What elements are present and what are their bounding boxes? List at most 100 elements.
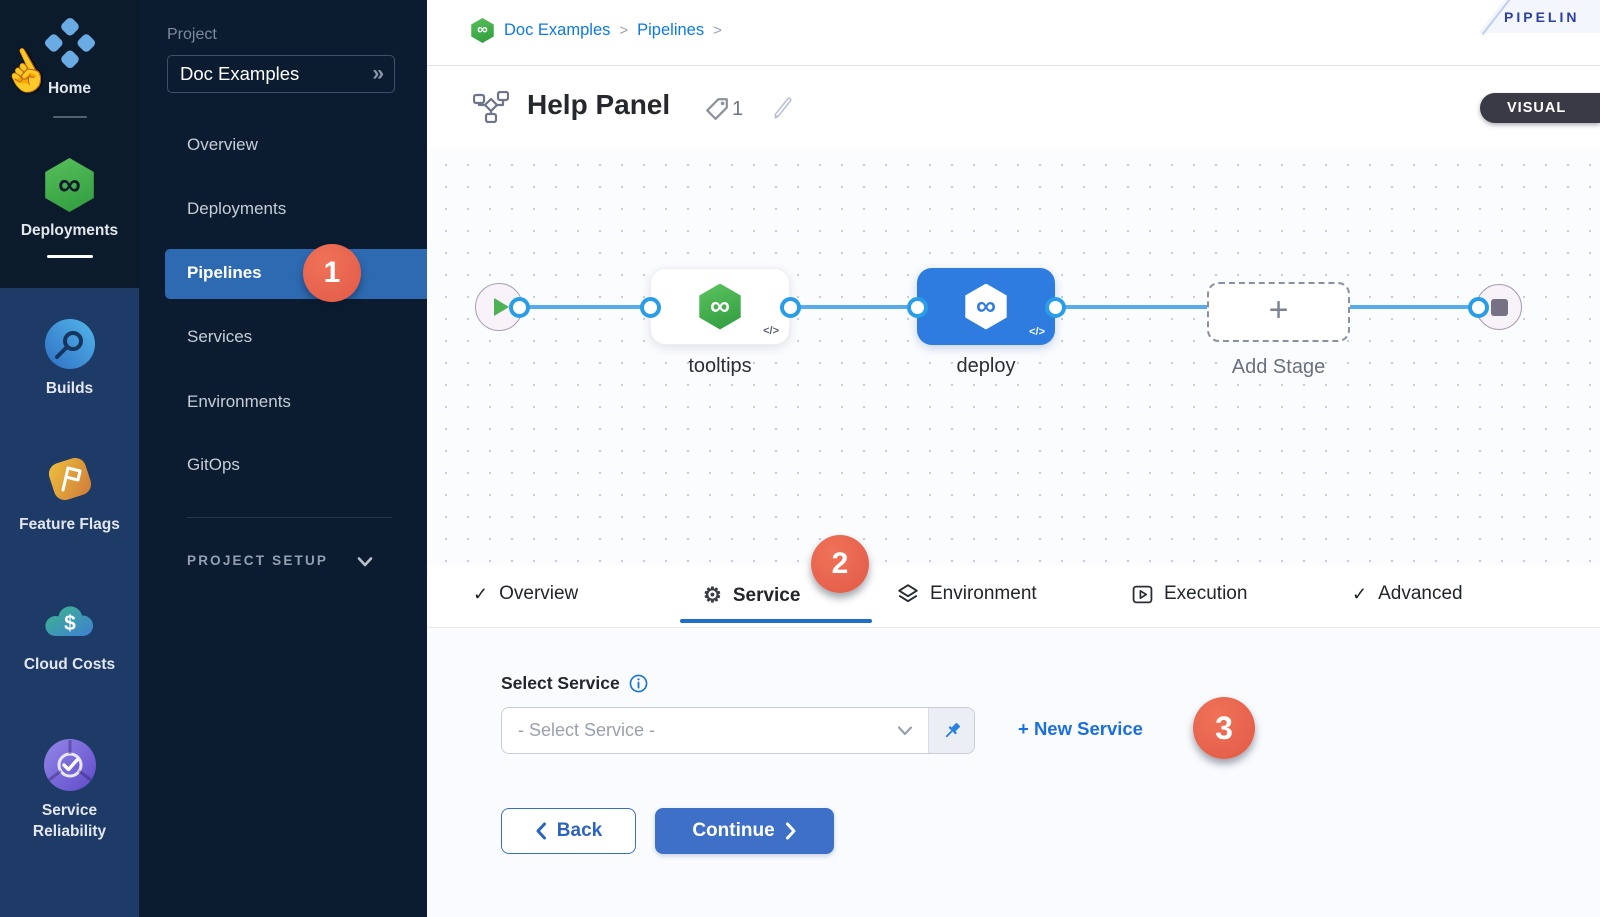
chevron-right-icon xyxy=(785,822,796,840)
chevron-down-icon[interactable] xyxy=(357,556,373,568)
project-setup-section[interactable]: PROJECT SETUP xyxy=(187,553,329,568)
sidebar-item-deployments[interactable]: ∞ Deployments xyxy=(0,158,139,258)
tab-environment[interactable]: Environment xyxy=(897,583,1037,605)
chevron-left-icon xyxy=(536,822,546,840)
step-badge-3: 3 xyxy=(1193,697,1255,759)
module-nav-top: Home ∞ Deployments xyxy=(0,0,139,288)
builds-icon xyxy=(44,319,95,369)
tag-icon[interactable] xyxy=(703,95,731,123)
sidebar-item-feature-flags[interactable]: Feature Flags xyxy=(0,452,139,536)
module-nav: Home ∞ Deployments Builds xyxy=(0,0,139,917)
sidebar-item-gitops[interactable]: GitOps xyxy=(187,455,240,474)
visual-yaml-toggle[interactable]: VISUAL xyxy=(1480,93,1600,123)
connector-port[interactable] xyxy=(907,297,928,318)
play-square-icon xyxy=(1132,585,1153,603)
sidebar-item-label: Deployments xyxy=(20,222,119,239)
connector-port[interactable] xyxy=(780,297,801,318)
add-stage-button[interactable]: + xyxy=(1207,282,1350,342)
connector-port[interactable] xyxy=(509,297,530,318)
pin-runtime-input-button[interactable] xyxy=(928,708,974,753)
page-title: Help Panel xyxy=(527,89,671,120)
pipeline-edge xyxy=(515,305,655,309)
connector-port[interactable] xyxy=(1468,297,1489,318)
breadcrumb-separator: > xyxy=(619,22,629,39)
layers-icon xyxy=(898,584,918,603)
stage-label: tooltips xyxy=(688,355,752,377)
check-icon: ✓ xyxy=(1352,583,1368,604)
main-content: ∞ Doc Examples > Pipelines > PIPELIN xyxy=(427,0,1600,917)
back-button[interactable]: Back xyxy=(501,808,636,854)
add-stage-label: Add Stage xyxy=(1231,356,1326,378)
harness-stage-icon: ∞ xyxy=(965,283,1007,330)
project-name: Doc Examples xyxy=(180,63,300,84)
pipeline-edge xyxy=(1050,305,1216,309)
yaml-code-icon: </> xyxy=(763,325,779,337)
breadcrumb-separator: > xyxy=(713,22,722,39)
sidebar-item-label: Feature Flags xyxy=(19,516,120,533)
connector-port[interactable] xyxy=(640,297,661,318)
sidebar-item-pipelines[interactable]: Pipelines xyxy=(165,249,427,299)
expand-chevrons-icon[interactable]: » xyxy=(372,62,384,85)
sidebar-item-cloud-costs[interactable]: $ Cloud Costs xyxy=(0,594,139,676)
divider xyxy=(187,517,392,518)
harness-project-icon: ∞ xyxy=(471,18,494,43)
divider xyxy=(52,115,87,118)
tab-advanced[interactable]: ✓ Advanced xyxy=(1352,583,1463,605)
step-badge-1: 1 xyxy=(303,244,361,302)
service-tab-panel: Select Service - Select Service - xyxy=(427,629,1600,917)
dropdown-placeholder: - Select Service - xyxy=(518,720,656,740)
deployments-hexagon-icon: ∞ xyxy=(45,158,94,212)
tab-label: Execution xyxy=(1164,583,1248,604)
sidebar-item-overview[interactable]: Overview xyxy=(187,135,258,154)
tab-label: Service xyxy=(732,584,801,606)
stop-icon xyxy=(1490,298,1508,316)
select-service-text: Select Service xyxy=(501,673,620,693)
new-service-button[interactable]: + New Service xyxy=(1018,718,1143,739)
pipeline-edge xyxy=(785,305,925,309)
tab-label: Environment xyxy=(930,583,1037,604)
stage-node-tooltips[interactable]: ∞ </> xyxy=(650,268,790,345)
sidebar-item-service-reliability[interactable]: Service Reliability xyxy=(0,738,139,843)
svg-text:$: $ xyxy=(64,612,76,635)
pipeline-canvas[interactable]: ∞ </> tooltips ∞ </> deploy + Add Stage xyxy=(427,148,1600,565)
breadcrumb-link-pipelines[interactable]: Pipelines xyxy=(637,21,705,39)
tag-count: 1 xyxy=(732,98,744,120)
sidebar-item-home[interactable]: Home xyxy=(0,16,139,118)
titlebar: Help Panel 1 VISUAL xyxy=(427,67,1600,148)
back-label: Back xyxy=(556,820,603,841)
tab-execution[interactable]: Execution xyxy=(1132,583,1247,605)
project-selector[interactable]: Doc Examples » xyxy=(167,55,395,93)
pipeline-edge xyxy=(1345,305,1481,309)
edit-pencil-icon[interactable] xyxy=(769,93,797,121)
chevron-down-icon[interactable] xyxy=(896,724,914,738)
select-service-dropdown[interactable]: - Select Service - xyxy=(501,707,975,754)
step-badge-2: 2 xyxy=(811,535,869,593)
project-nav: Project Doc Examples » Overview Deployme… xyxy=(139,0,427,917)
connector-port[interactable] xyxy=(1045,297,1066,318)
tab-service[interactable]: ⚙ Service xyxy=(703,583,800,608)
project-label: Project xyxy=(167,26,217,43)
module-nav-bottom: Builds Feature Flags $ Cloud xyxy=(0,288,139,917)
tab-label: Advanced xyxy=(1378,583,1463,604)
sidebar-item-label: Pipelines xyxy=(187,263,262,282)
stage-tabs: ✓ Overview ⚙ Service Environment Execu xyxy=(427,535,1600,628)
stage-node-deploy-selected[interactable]: ∞ </> xyxy=(917,268,1055,345)
sidebar-item-services[interactable]: Services xyxy=(187,327,253,346)
check-icon: ✓ xyxy=(473,583,489,604)
pin-icon xyxy=(945,722,960,737)
sidebar-item-builds[interactable]: Builds xyxy=(0,318,139,400)
info-icon[interactable] xyxy=(629,674,648,693)
sidebar-item-environments[interactable]: Environments xyxy=(187,392,291,411)
sidebar-item-label: Cloud Costs xyxy=(23,656,116,673)
breadcrumb-link-project[interactable]: Doc Examples xyxy=(504,21,611,39)
harness-stage-icon: ∞ xyxy=(699,283,741,330)
tab-overview[interactable]: ✓ Overview xyxy=(473,583,578,605)
play-icon xyxy=(493,298,509,316)
sidebar-item-label: Home xyxy=(47,80,92,97)
sidebar-item-deployments[interactable]: Deployments xyxy=(187,199,287,218)
pipeline-studio-label: PIPELIN xyxy=(1504,9,1580,25)
continue-button[interactable]: Continue xyxy=(655,808,834,854)
pipeline-icon xyxy=(473,91,509,123)
plus-icon: + xyxy=(1268,291,1289,329)
